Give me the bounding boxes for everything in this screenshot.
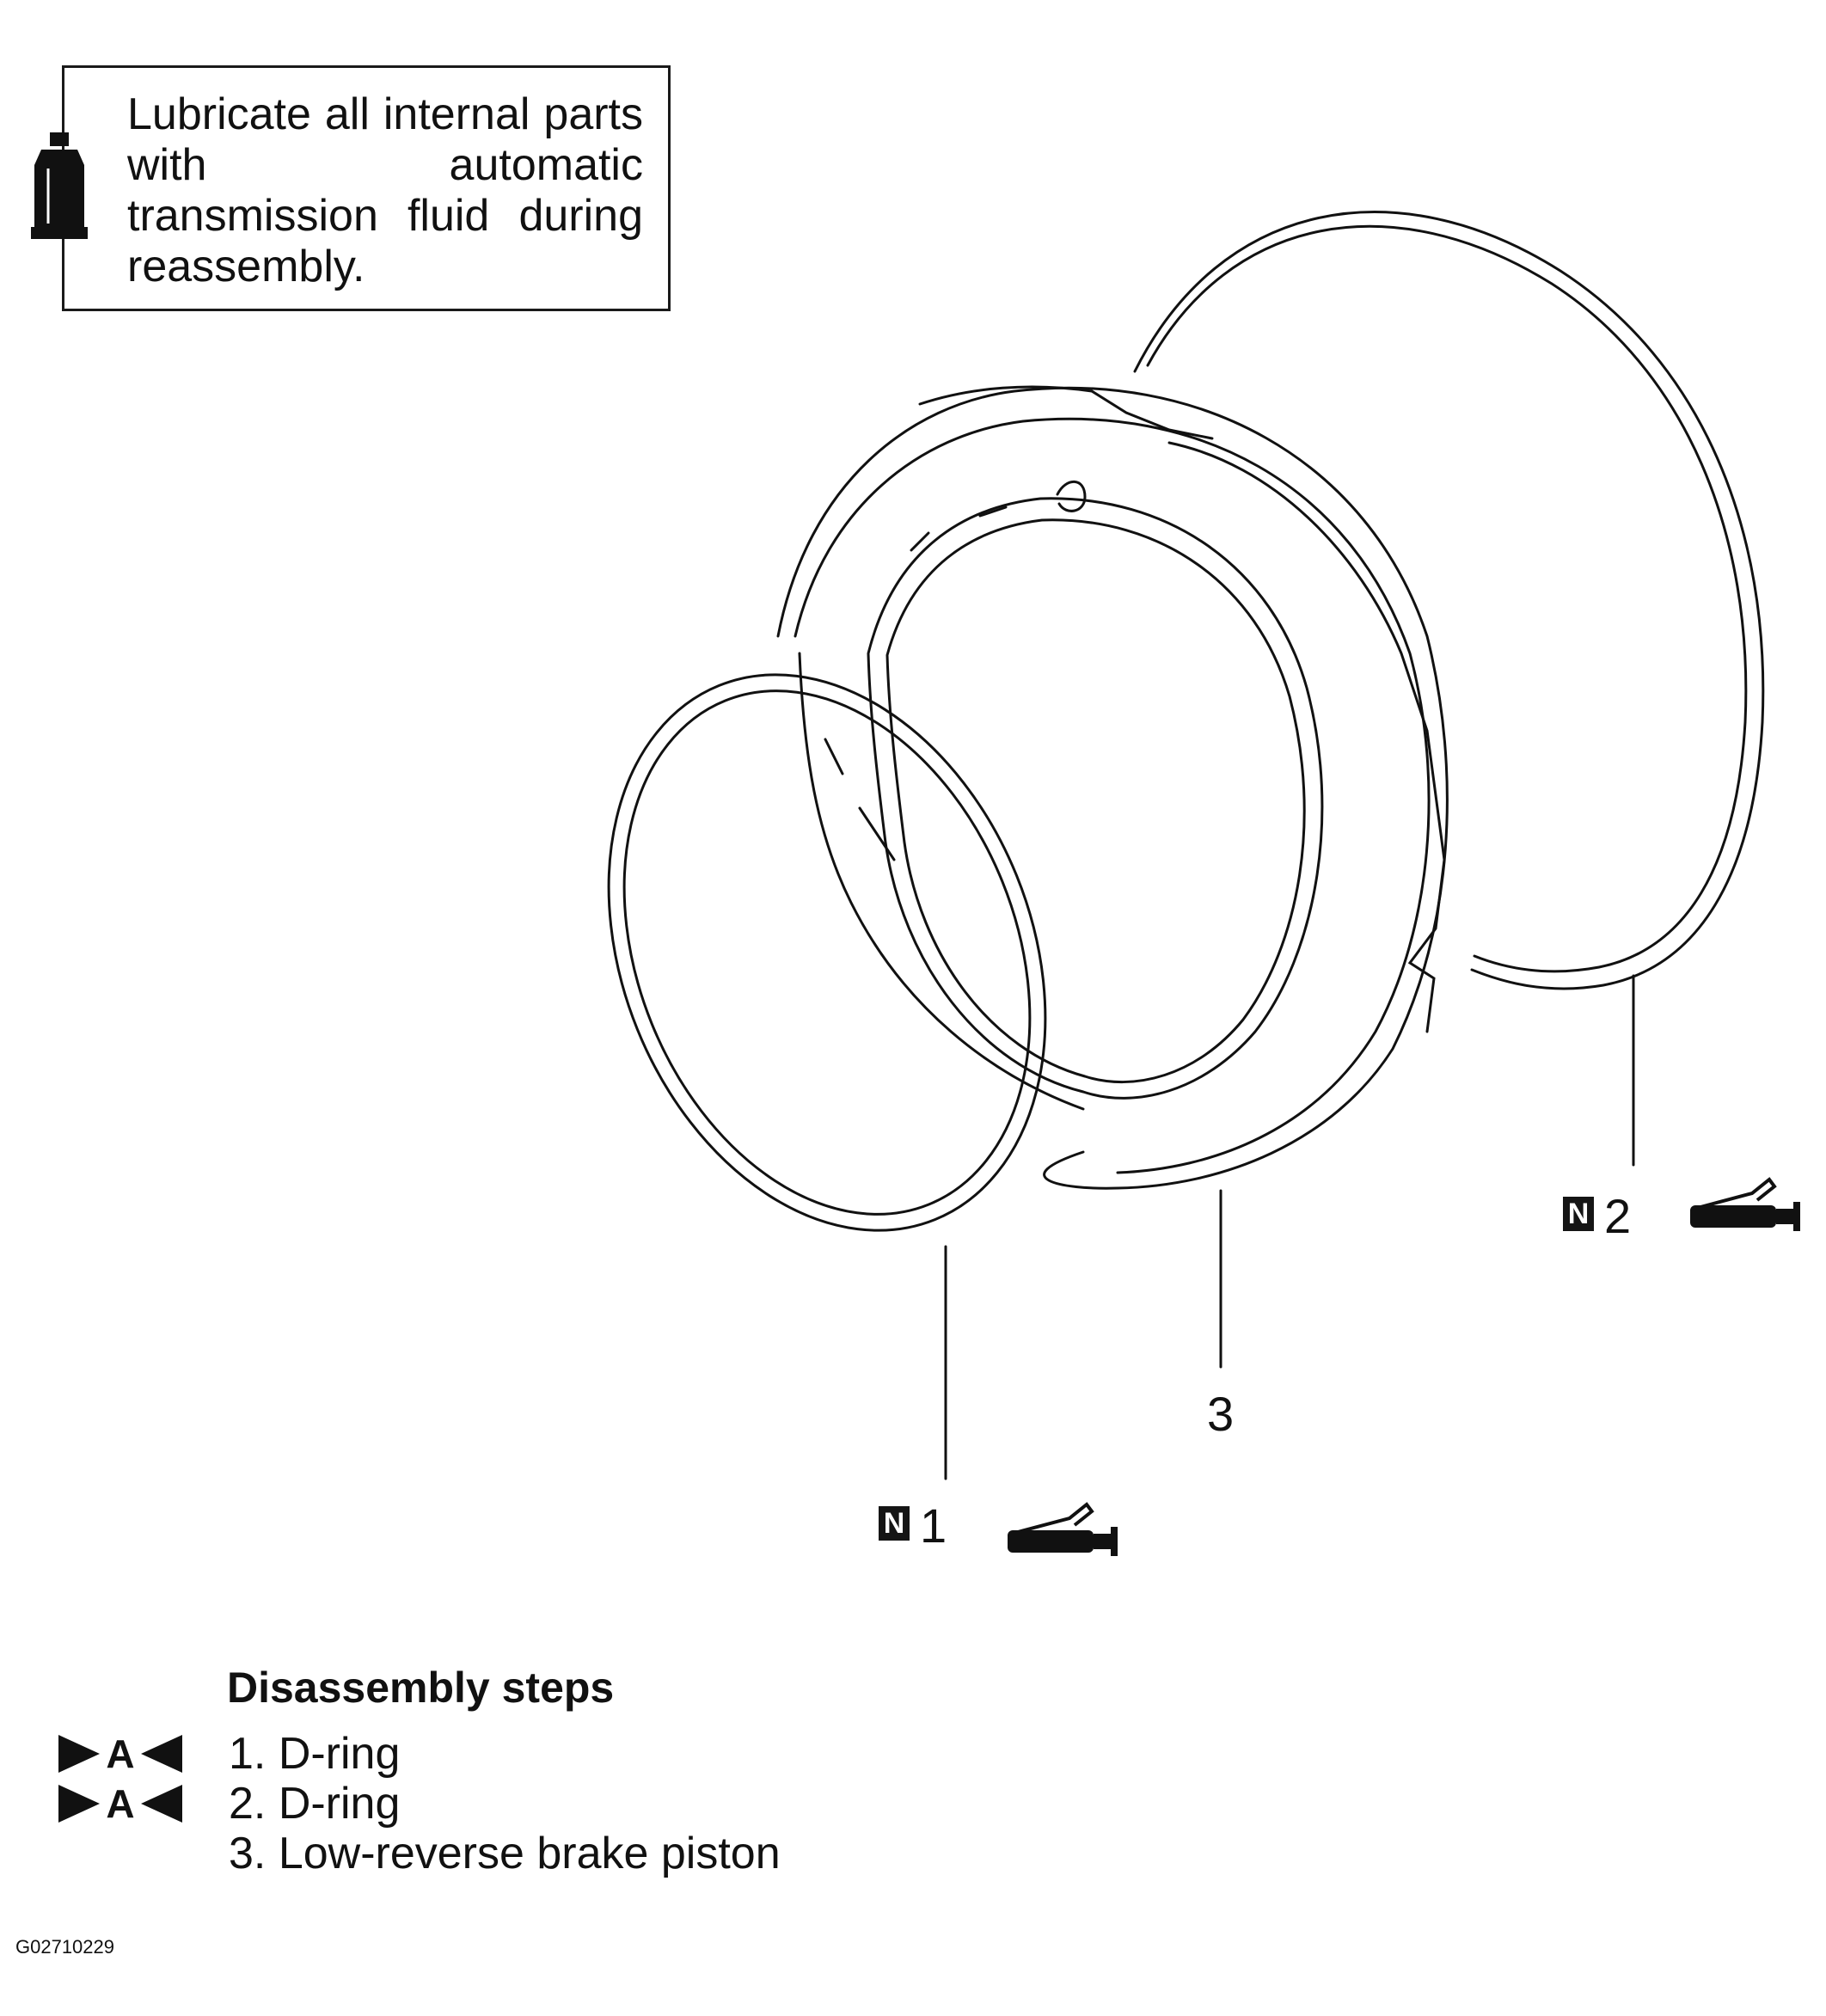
step-item-3: 3. Low-reverse brake piston: [229, 1829, 781, 1878]
step-item-2: 2. D-ring: [229, 1779, 401, 1829]
image-code: G02710229: [15, 1936, 114, 1958]
callout-3: 3: [1207, 1387, 1235, 1441]
service-point-letter-2: A: [106, 1781, 134, 1826]
brake-piston: [776, 385, 1449, 1190]
grease-applicator-icon-1: [1008, 1502, 1118, 1556]
d-ring-2: [1133, 211, 1765, 990]
step-item-1: 1. D-ring: [229, 1729, 401, 1779]
lubrication-note-box: [62, 65, 671, 311]
service-point-marker-2: A: [58, 1781, 182, 1826]
callout-2: 2: [1604, 1189, 1632, 1243]
callout-1: 1: [920, 1498, 947, 1553]
lubrication-note-text: Lubricate all internal parts with automa…: [127, 89, 643, 291]
d-ring-1: [607, 673, 1047, 1232]
n-badge-1: N: [879, 1506, 910, 1541]
service-point-marker-1: A: [58, 1731, 182, 1776]
disassembly-steps-title: Disassembly steps: [227, 1664, 615, 1712]
grease-applicator-icon-2: [1690, 1177, 1800, 1231]
n-badge-2: N: [1563, 1197, 1594, 1231]
service-point-letter-1: A: [106, 1731, 134, 1776]
atf-bottle-icon: [31, 132, 88, 239]
